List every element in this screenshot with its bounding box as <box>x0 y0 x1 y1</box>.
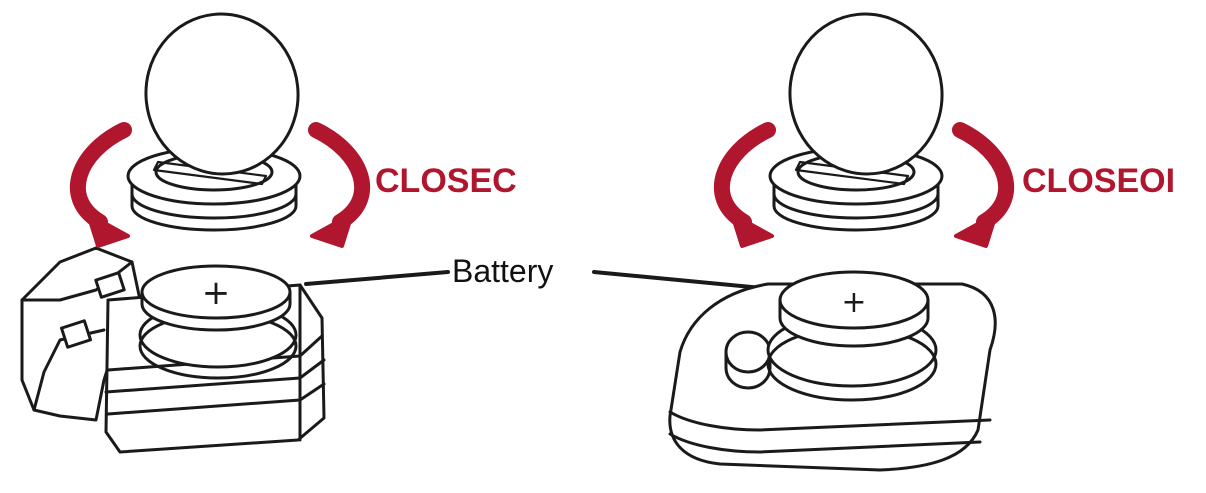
left-battery-plus: + <box>202 273 231 313</box>
left-rotate-arrow-right <box>308 122 371 230</box>
left-rotation-arrows <box>69 122 371 248</box>
right-rotate-arrow-left <box>713 122 776 230</box>
right-battery-plus: + <box>841 285 866 320</box>
left-close-label: CLOSEC <box>375 162 517 200</box>
right-battery-cover <box>768 12 944 232</box>
right-sensor-assembly: + CLOSEOI <box>668 12 1175 472</box>
battery-leader-line-left <box>304 270 450 286</box>
left-battery-cover <box>126 12 302 232</box>
battery-leader-line-right <box>592 270 764 290</box>
right-rotation-arrows <box>713 122 1015 248</box>
battery-label: Battery <box>452 253 553 289</box>
battery-callout: Battery <box>304 253 764 290</box>
left-rotate-arrow-left <box>69 122 132 230</box>
right-battery-coin: + <box>778 270 930 348</box>
left-battery-coin: + <box>140 264 292 332</box>
left-sensor-assembly: + CLOSEC <box>20 12 517 454</box>
right-close-label: CLOSEOI <box>1022 162 1175 200</box>
right-rotate-arrow-right <box>952 122 1015 230</box>
